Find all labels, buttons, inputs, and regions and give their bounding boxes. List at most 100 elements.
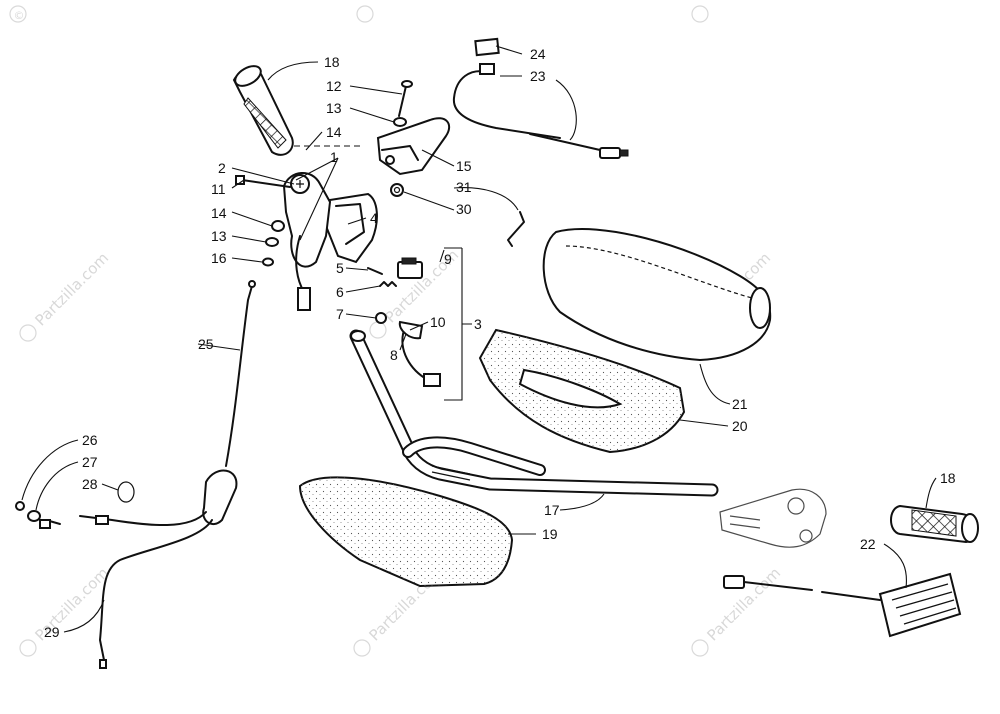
- leader-14b: [231, 211, 273, 227]
- part-screw-12: [398, 80, 413, 117]
- svg-text:©: ©: [14, 9, 25, 22]
- leader-10: [409, 321, 429, 331]
- callout-10: 10: [430, 314, 446, 330]
- part-brake-lever-assembly: [719, 488, 827, 548]
- callout-12: 12: [326, 78, 342, 94]
- leader-16: [231, 257, 263, 263]
- part-washer-13-left: [265, 237, 279, 247]
- part-switch-9: [397, 257, 423, 279]
- callout-22: 22: [860, 536, 876, 552]
- callout-labels: 18 12 13 14 1 2 11 14 13 16 15 31 30 4 5…: [44, 46, 956, 640]
- part-throttle-cable-25: [79, 280, 256, 669]
- part-bracket-15: [376, 117, 451, 176]
- leader-28: [101, 483, 119, 491]
- part-wire-8: [401, 329, 441, 387]
- callout-18: 18: [940, 470, 956, 486]
- part-housing-connector: [297, 287, 311, 311]
- callout-27: 27: [82, 454, 98, 470]
- callout-6: 6: [336, 284, 344, 300]
- callout-8: 8: [390, 347, 398, 363]
- leader-30: [403, 191, 455, 211]
- callout-16: 16: [211, 250, 227, 266]
- callout-11: 11: [211, 181, 226, 197]
- callout-18: 18: [324, 54, 340, 70]
- leader-3-bracket: [444, 247, 472, 401]
- callout-4: 4: [370, 210, 378, 226]
- part-heater-pad-24: [474, 37, 500, 57]
- part-screw-5: [367, 267, 383, 275]
- leader-13a: [349, 107, 395, 123]
- callout-25: 25: [198, 336, 214, 352]
- part-handlebar-17: [349, 329, 719, 497]
- part-washer-14-left: [271, 220, 285, 232]
- callout-19: 19: [542, 526, 558, 542]
- leader-29: [63, 599, 105, 633]
- leader-27: [35, 461, 79, 511]
- callout-13: 13: [211, 228, 227, 244]
- leader-14a: [305, 131, 323, 151]
- callout-1: 1: [330, 149, 338, 165]
- callout-30: 30: [456, 201, 472, 217]
- callout-20: 20: [732, 418, 748, 434]
- leader-1: [295, 157, 339, 241]
- parts-layer: [15, 37, 979, 669]
- part-nut-27: [27, 510, 41, 522]
- leader-11: [231, 179, 245, 189]
- callout-14: 14: [326, 124, 342, 140]
- part-grip-heater-22: [723, 572, 962, 638]
- leader-22: [883, 543, 907, 589]
- leader-13b: [231, 235, 267, 243]
- part-clip-26: [15, 501, 25, 511]
- part-nut-30: [390, 183, 404, 197]
- callout-23: 23: [530, 68, 546, 84]
- leader-18a: [267, 61, 319, 81]
- part-clip-31: [507, 211, 525, 247]
- callout-17: 17: [544, 502, 560, 518]
- callout-31: 31: [456, 179, 472, 195]
- part-throttle-housing-4: [324, 192, 378, 264]
- part-right-grip: [890, 504, 979, 544]
- leader-8: [399, 333, 407, 351]
- watermark-top-mid: [356, 5, 374, 23]
- part-spring-6: [379, 281, 397, 287]
- part-screw-11: [235, 175, 291, 188]
- leader-5: [345, 267, 369, 271]
- leader-26: [21, 439, 79, 501]
- part-retainer-28: [117, 481, 135, 503]
- callout-2: 2: [218, 160, 226, 176]
- leader-7: [345, 313, 377, 319]
- leader-21: [699, 363, 731, 405]
- leader-2: [231, 167, 295, 185]
- leader-12: [349, 85, 403, 95]
- leader-24: [495, 45, 523, 55]
- leader-lines: [21, 45, 937, 633]
- callout-3: 3: [474, 316, 482, 332]
- part-housing-1: [282, 172, 332, 268]
- part-nut-16: [262, 257, 274, 267]
- callout-26: 26: [82, 432, 98, 448]
- leader-15: [421, 149, 455, 167]
- part-handlebar-cover-21: [542, 228, 772, 362]
- callout-5: 5: [336, 260, 344, 276]
- callout-13: 13: [326, 100, 342, 116]
- part-pad-19: [298, 476, 514, 588]
- callout-28: 28: [82, 476, 98, 492]
- part-left-grip: [232, 65, 294, 156]
- callout-7: 7: [336, 306, 344, 322]
- leader-9: [439, 249, 445, 263]
- leader-31: [453, 187, 519, 211]
- callout-24: 24: [530, 46, 546, 62]
- part-wire-harness-23: [452, 63, 629, 159]
- callout-21: 21: [732, 396, 748, 412]
- svg-text:Partzilla.com: Partzilla.com: [32, 249, 113, 330]
- watermark-top-left: ©: [9, 5, 27, 23]
- part-pad-20: [478, 328, 686, 454]
- watermark-top-right: [691, 5, 709, 23]
- leader-17: [559, 493, 605, 511]
- part-washer-13-top: [393, 117, 407, 127]
- watermark-left: Partzilla.com: [19, 249, 113, 342]
- callout-14: 14: [211, 205, 227, 221]
- leader-23: [500, 75, 577, 141]
- leader-6: [345, 285, 381, 293]
